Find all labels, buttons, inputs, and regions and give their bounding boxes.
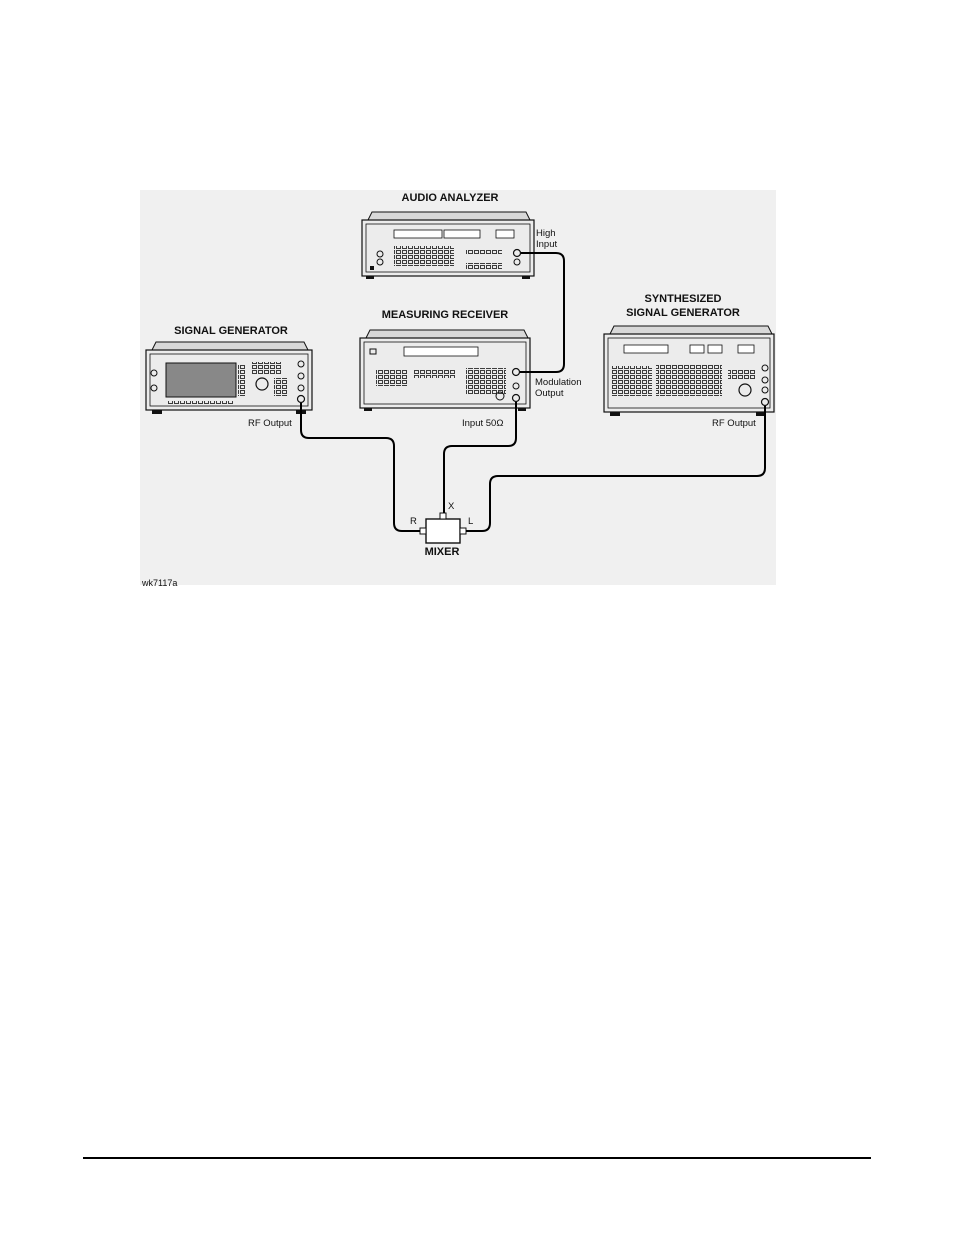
rf-output-label-synth: RF Output (712, 418, 756, 429)
cables (300, 252, 766, 532)
mixer (419, 512, 467, 544)
measuring-receiver-title: MEASURING RECEIVER (381, 309, 509, 321)
synthesized-signal-generator (603, 325, 775, 416)
audio-analyzer-title: AUDIO ANALYZER (401, 192, 499, 204)
mixer-port-r-label: R (410, 516, 417, 527)
connection-diagram: AUDIO ANALYZER High Input MEASURING RECE… (140, 190, 776, 585)
footer-rule (83, 1157, 871, 1159)
cable-receiver-to-mixer-x (443, 402, 517, 513)
mixer-port-l-label: L (468, 516, 474, 527)
signal-generator (145, 341, 313, 414)
mixer-port-x-label: X (448, 501, 455, 512)
rf-output-label-siggen: RF Output (248, 418, 292, 429)
measuring-receiver (359, 329, 531, 411)
cable-audio-to-modulation (520, 252, 565, 373)
synthesized-signal-generator-title: SYNTHESIZED SIGNAL GENERATOR (626, 293, 740, 319)
cable-synth-to-mixer-l (466, 406, 766, 532)
figure-id: wk7117a (142, 578, 178, 588)
mixer-title: MIXER (424, 546, 460, 558)
signal-generator-title: SIGNAL GENERATOR (174, 325, 288, 337)
cable-siggen-to-mixer-r (300, 403, 420, 532)
diagram-drawing (145, 211, 775, 544)
modulation-output-label: Modulation Output (535, 377, 582, 399)
audio-analyzer (361, 211, 535, 279)
high-input-label: High Input (536, 228, 558, 250)
input-50-ohm-label: Input 50Ω (462, 418, 504, 429)
